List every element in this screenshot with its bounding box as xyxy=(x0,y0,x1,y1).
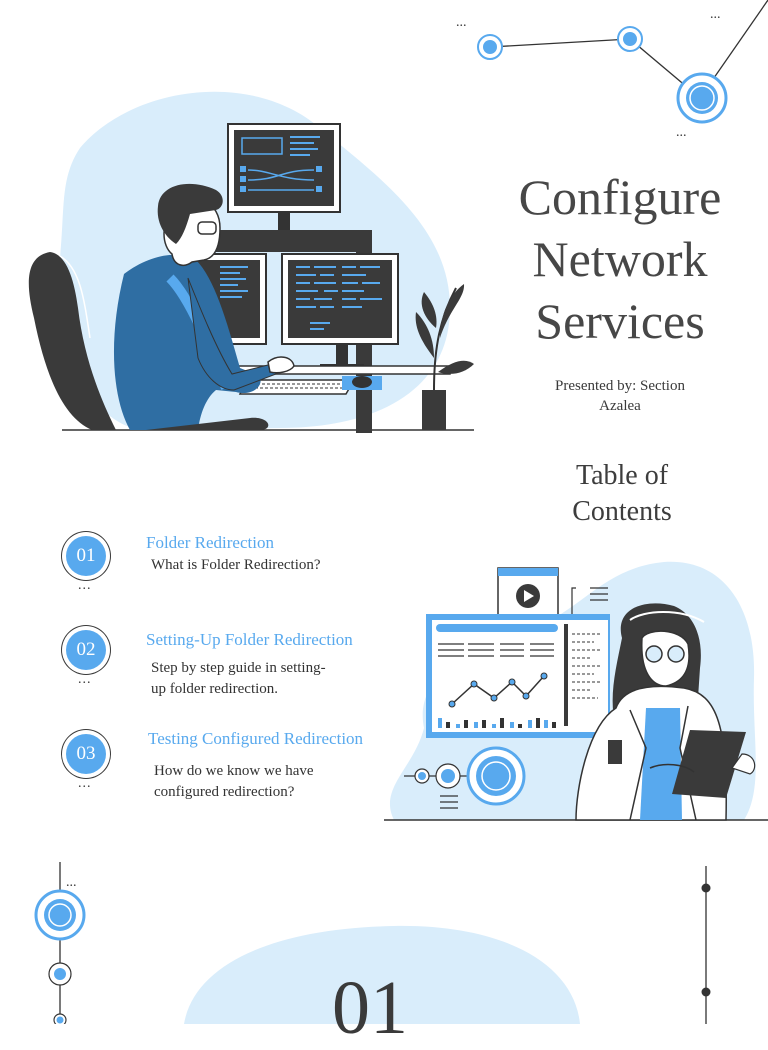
toc-item-3-heading[interactable]: Testing Configured Redirection xyxy=(148,729,364,748)
toc-item-3-desc-line-1: How do we know we have xyxy=(154,763,314,779)
toc-item-3-dots: ... xyxy=(78,776,92,791)
toc-item-1-dots: ... xyxy=(78,578,92,593)
toc-item-2-dots: ... xyxy=(78,672,92,687)
toc-item-3-description: How do we know we have configured redire… xyxy=(154,761,314,803)
presentation-title: Configure Network Services xyxy=(492,166,748,352)
toc-item-1-description: What is Folder Redirection? xyxy=(151,555,321,576)
toc-item-3-desc-line-2: configured redirection? xyxy=(154,784,295,800)
toc-heading-line-2: Contents xyxy=(572,496,672,527)
toc-item-1-desc-line-1: What is Folder Redirection? xyxy=(151,557,321,573)
toc-item-3-number[interactable]: 03 xyxy=(66,734,106,774)
vertical-timeline-line xyxy=(701,866,711,1024)
presenter-credit: Presented by: Section Azalea xyxy=(520,376,720,416)
toc-item-2-heading[interactable]: Setting-Up Folder Redirection xyxy=(146,630,353,649)
svg-text:...: ... xyxy=(66,875,77,890)
developer-at-computer-illustration xyxy=(28,91,474,433)
network-nodes-top: ... ... ... xyxy=(456,0,768,140)
svg-text:...: ... xyxy=(676,125,687,140)
presented-by-line-1: Presented by: Section xyxy=(555,378,685,394)
svg-text:...: ... xyxy=(710,7,721,22)
toc-item-2-desc-line-2: up folder redirection. xyxy=(151,681,279,697)
toc-item-1-heading[interactable]: Folder Redirection xyxy=(146,533,274,552)
toc-item-2-desc-line-1: Step by step guide in setting- xyxy=(151,660,326,676)
toc-heading-line-1: Table of xyxy=(575,460,669,491)
toc-heading: Table of Contents xyxy=(536,458,708,530)
toc-item-2-number[interactable]: 02 xyxy=(66,630,106,670)
toc-item-2-description: Step by step guide in setting- up folder… xyxy=(151,658,326,700)
section-blob xyxy=(184,925,580,1024)
section-number: 01 xyxy=(332,966,408,1050)
title-line-1: Configure xyxy=(518,169,722,225)
analyst-with-tablet-illustration xyxy=(384,561,768,821)
svg-text:...: ... xyxy=(456,15,467,30)
presented-by-line-2: Azalea xyxy=(599,398,641,414)
toc-item-1-number[interactable]: 01 xyxy=(66,536,106,576)
title-line-3: Services xyxy=(535,293,705,349)
network-nodes-bottom: ... xyxy=(34,862,86,1024)
title-line-2: Network xyxy=(532,231,708,287)
